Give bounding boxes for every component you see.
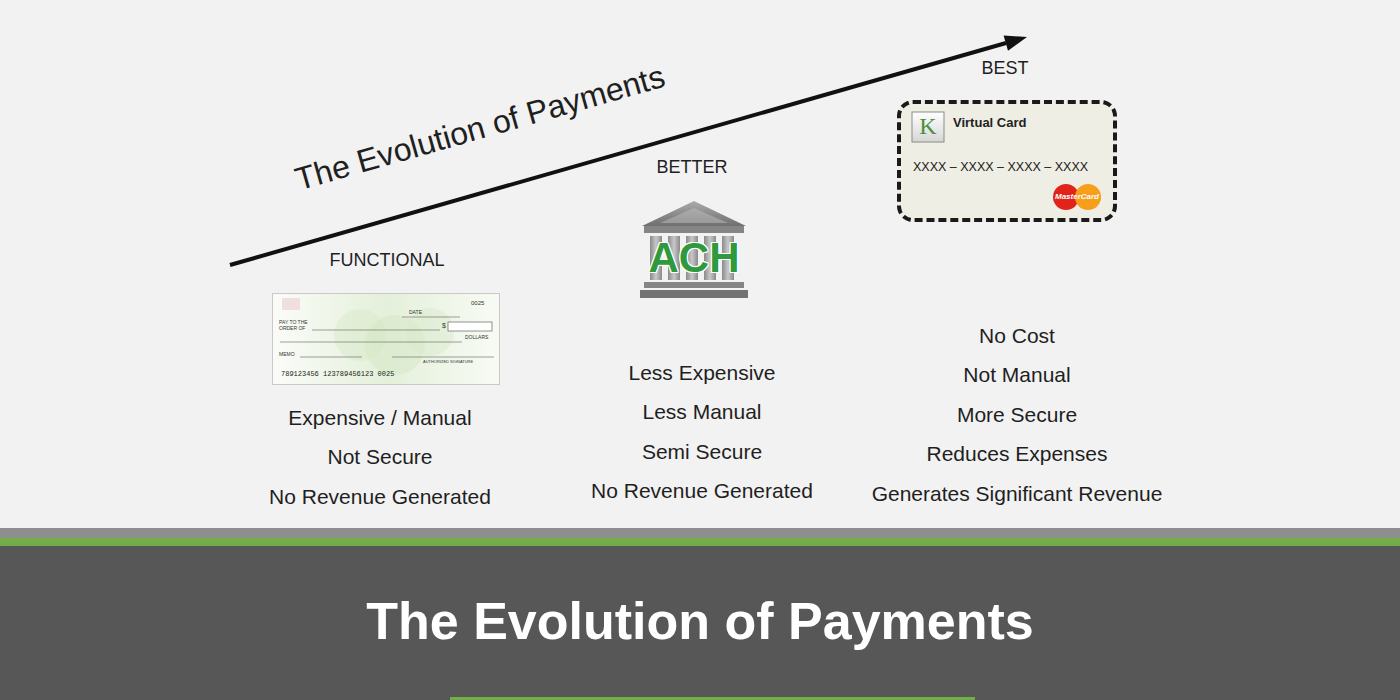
bank-roof bbox=[642, 201, 746, 226]
tier-point: Less Expensive bbox=[628, 361, 775, 385]
tier-point: Not Manual bbox=[963, 363, 1070, 387]
tier-point: Not Secure bbox=[327, 445, 432, 469]
arrow-head bbox=[1004, 35, 1027, 50]
memo-line bbox=[300, 357, 362, 358]
virtual-card: K Virtual CardXXXX – XXXX – XXXX – XXXX Ma… bbox=[897, 100, 1117, 222]
arrow-caption: The Evolution of Payments bbox=[291, 58, 669, 198]
tier-point: Less Manual bbox=[642, 400, 761, 424]
grey-rule bbox=[0, 528, 1400, 538]
tier-point: More Secure bbox=[957, 403, 1077, 427]
bank-base bbox=[640, 290, 748, 298]
tier-point: No Revenue Generated bbox=[269, 485, 491, 509]
card-illustration bbox=[897, 100, 1117, 222]
node-text: AUTHORIZED SIGNATURE bbox=[423, 360, 473, 365]
evolution-arrow bbox=[230, 43, 1006, 265]
card-face bbox=[897, 100, 1117, 222]
green-rule bbox=[0, 538, 1400, 546]
node-text: DATE bbox=[409, 310, 422, 316]
node-text: Virtual Card bbox=[953, 116, 1026, 131]
page-title: The Evolution of Payments bbox=[366, 592, 1033, 652]
signature-line bbox=[392, 357, 494, 358]
payee-line bbox=[312, 330, 440, 331]
node-text: XXXX – XXXX – XXXX – XXXX bbox=[913, 160, 1088, 174]
node-text: K bbox=[912, 113, 944, 141]
logo-box bbox=[912, 112, 944, 142]
upper-ground bbox=[0, 0, 1400, 528]
date-line bbox=[402, 317, 460, 318]
green-underline bbox=[450, 697, 975, 700]
bank-beam bbox=[644, 226, 744, 233]
node-text: MasterCard bbox=[1047, 192, 1107, 201]
check-pattern bbox=[406, 308, 454, 356]
title-band bbox=[0, 546, 1400, 700]
bank-illustration bbox=[640, 201, 748, 298]
node-text: ACH bbox=[640, 234, 748, 282]
bank-pediment bbox=[660, 208, 728, 223]
tier-heading: BETTER bbox=[656, 157, 727, 178]
check-paper bbox=[272, 293, 500, 385]
node-text: 789123456 123789456123 0025 bbox=[281, 370, 394, 378]
bank-step bbox=[644, 282, 744, 288]
tier-heading: BEST bbox=[981, 58, 1028, 79]
ach-bank-icon: ACH bbox=[640, 200, 751, 300]
tier-point: Expensive / Manual bbox=[288, 406, 471, 430]
tier-point: Semi Secure bbox=[642, 440, 762, 464]
dollars-line bbox=[280, 342, 462, 343]
node-text: 0025 bbox=[471, 300, 484, 307]
tier-heading: FUNCTIONAL bbox=[329, 250, 444, 271]
check-illustration bbox=[272, 293, 500, 385]
node-text: MEMO bbox=[279, 352, 295, 358]
tier-point: Reduces Expenses bbox=[927, 442, 1108, 466]
check-image: 0025DATE PAY TO THE ORDER OF $ DOLLARS MEMO A… bbox=[272, 293, 500, 385]
tier-point: No Cost bbox=[979, 324, 1055, 348]
tier-point: Generates Significant Revenue bbox=[872, 482, 1163, 506]
node-text: $ bbox=[442, 322, 446, 330]
node-text: PAY TO THE ORDER OF bbox=[279, 320, 311, 331]
amount-box bbox=[448, 322, 492, 331]
tier-point: No Revenue Generated bbox=[591, 479, 813, 503]
check-bank-mark bbox=[282, 298, 300, 310]
node-text: DOLLARS bbox=[465, 335, 488, 341]
